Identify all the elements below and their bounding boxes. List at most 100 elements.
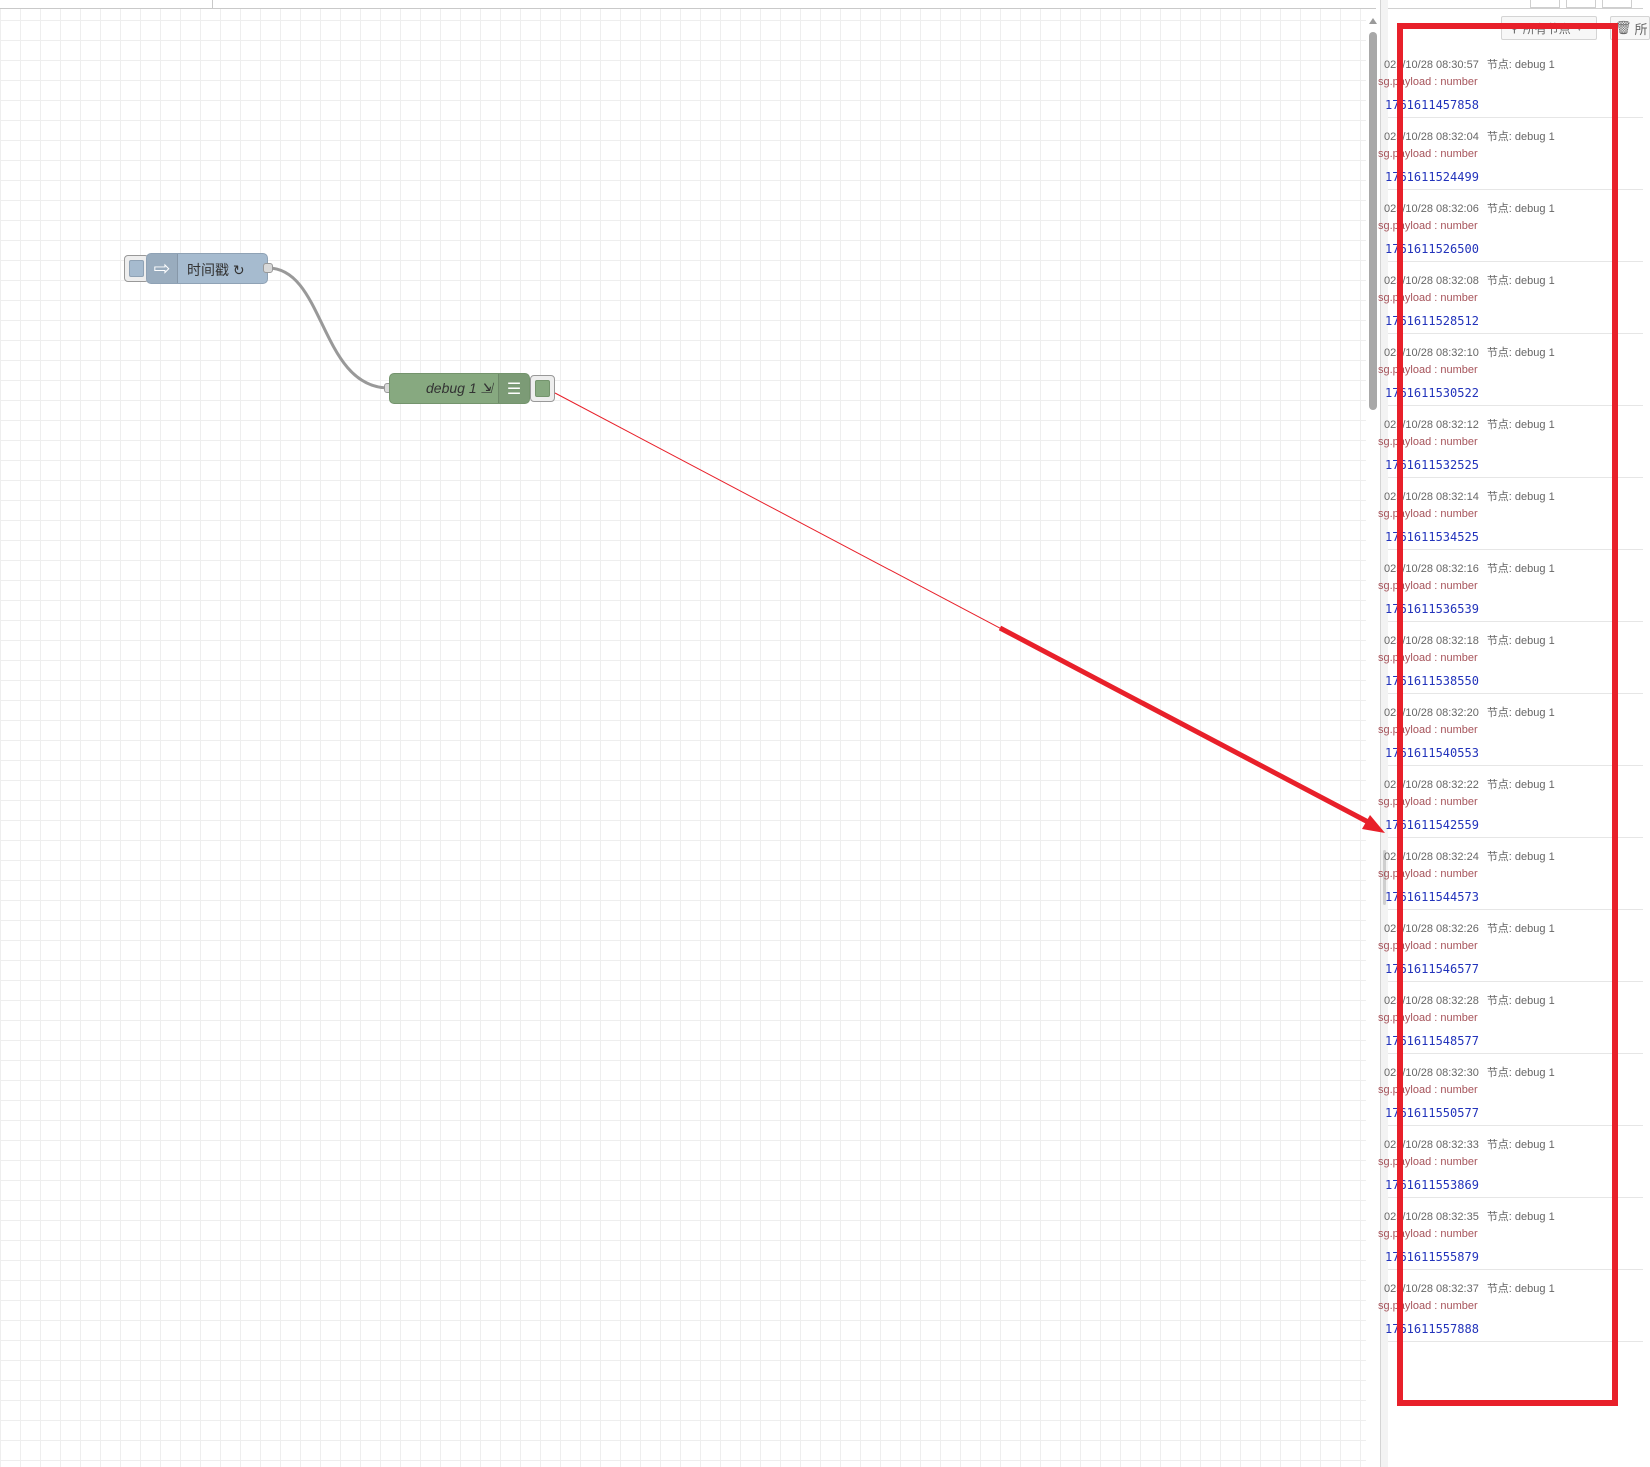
message-node[interactable]: 节点: debug 1 [1486,203,1555,215]
scrollbar-thumb[interactable] [1369,32,1377,410]
message-path[interactable]: sg.payload : number [1378,364,1478,376]
tab-flow[interactable] [0,0,213,8]
message-node[interactable]: 节点: debug 1 [1486,1139,1555,1151]
message-value[interactable]: 1761611546577 [1385,962,1479,976]
message-node[interactable]: 节点: debug 1 [1486,347,1555,359]
clear-messages-button[interactable]: 🗑 所 [1610,16,1650,40]
message-node[interactable]: 节点: debug 1 [1486,707,1555,719]
message-value[interactable]: 1761611555879 [1385,1250,1479,1264]
message-path[interactable]: sg.payload : number [1378,868,1478,880]
message-value[interactable]: 1761611534525 [1385,530,1479,544]
sidebar-tab-button[interactable] [1602,0,1632,8]
filter-nodes-button[interactable]: ⚲ 所有节点 ▼ [1501,16,1597,40]
sidebar-tab-button[interactable] [1566,0,1596,8]
debug-message[interactable]: 025/10/28 08:32:14 节点: debug 1 sg.payload … [1378,478,1643,550]
splitter-grip[interactable] [1383,850,1386,905]
sidebar-tab-button[interactable] [1530,0,1560,8]
message-value[interactable]: 1761611528512 [1385,314,1479,328]
message-value[interactable]: 1761611548577 [1385,1034,1479,1048]
message-value[interactable]: 1761611544573 [1385,890,1479,904]
debug-toggle-face [535,380,550,397]
message-node[interactable]: 节点: debug 1 [1486,1283,1555,1295]
message-node[interactable]: 节点: debug 1 [1486,635,1555,647]
inject-node[interactable]: ⇨ 时间戳 ↻ [146,253,268,284]
message-value[interactable]: 1761611536539 [1385,602,1479,616]
message-value[interactable]: 1761611538550 [1385,674,1479,688]
message-value[interactable]: 1761611550577 [1385,1106,1479,1120]
message-node[interactable]: 节点: debug 1 [1486,563,1555,575]
message-value[interactable]: 1761611457858 [1385,98,1479,112]
message-path[interactable]: sg.payload : number [1378,796,1478,808]
message-timestamp: 025/10/28 08:32:06 [1384,203,1479,215]
message-value[interactable]: 1761611526500 [1385,242,1479,256]
message-path[interactable]: sg.payload : number [1378,292,1478,304]
message-value[interactable]: 1761611542559 [1385,818,1479,832]
message-value[interactable]: 1761611532525 [1385,458,1479,472]
message-path[interactable]: sg.payload : number [1378,940,1478,952]
message-timestamp: 025/10/28 08:32:14 [1384,491,1479,503]
message-meta: 025/10/28 08:32:35 节点: debug 1 [1384,1208,1555,1224]
message-timestamp: 025/10/28 08:32:37 [1384,1283,1479,1295]
message-node[interactable]: 节点: debug 1 [1486,491,1555,503]
scroll-up-icon[interactable] [1369,18,1377,24]
message-node[interactable]: 节点: debug 1 [1486,995,1555,1007]
message-path[interactable]: sg.payload : number [1378,220,1478,232]
message-node[interactable]: 节点: debug 1 [1486,1067,1555,1079]
message-value[interactable]: 1761611553869 [1385,1178,1479,1192]
message-path[interactable]: sg.payload : number [1378,724,1478,736]
message-path[interactable]: sg.payload : number [1378,580,1478,592]
message-value[interactable]: 1761611530522 [1385,386,1479,400]
message-timestamp: 025/10/28 08:32:24 [1384,851,1479,863]
message-path[interactable]: sg.payload : number [1378,436,1478,448]
message-value[interactable]: 1761611524499 [1385,170,1479,184]
message-node[interactable]: 节点: debug 1 [1486,779,1555,791]
message-path[interactable]: sg.payload : number [1378,1084,1478,1096]
message-path[interactable]: sg.payload : number [1378,76,1478,88]
inject-trigger-button[interactable] [124,255,149,282]
debug-node[interactable]: debug 1 ⇲ ☰ [389,373,530,404]
message-path[interactable]: sg.payload : number [1378,1300,1478,1312]
message-path[interactable]: sg.payload : number [1378,652,1478,664]
message-timestamp: 025/10/28 08:32:35 [1384,1211,1479,1223]
debug-message[interactable]: 025/10/28 08:32:24 节点: debug 1 sg.payload … [1378,838,1643,910]
message-path[interactable]: sg.payload : number [1378,1228,1478,1240]
message-node[interactable]: 节点: debug 1 [1486,419,1555,431]
debug-message[interactable]: 025/10/28 08:32:06 节点: debug 1 sg.payload … [1378,190,1643,262]
flow-workspace[interactable]: ⇨ 时间戳 ↻ debug 1 ⇲ ☰ [0,0,1376,1467]
message-node[interactable]: 节点: debug 1 [1486,131,1555,143]
debug-toggle-button[interactable] [530,375,555,402]
message-node[interactable]: 节点: debug 1 [1486,59,1555,71]
debug-message[interactable]: 025/10/28 08:32:35 节点: debug 1 sg.payload … [1378,1198,1643,1270]
message-value[interactable]: 1761611557888 [1385,1322,1479,1336]
message-node[interactable]: 节点: debug 1 [1486,275,1555,287]
message-node[interactable]: 节点: debug 1 [1486,1211,1555,1223]
message-path[interactable]: sg.payload : number [1378,148,1478,160]
message-value[interactable]: 1761611540553 [1385,746,1479,760]
clear-label: 所 [1634,21,1648,37]
inject-output-port[interactable] [263,263,273,273]
message-path[interactable]: sg.payload : number [1378,508,1478,520]
message-node[interactable]: 节点: debug 1 [1486,851,1555,863]
debug-message[interactable]: 025/10/28 08:32:37 节点: debug 1 sg.payload … [1378,1270,1643,1342]
message-path[interactable]: sg.payload : number [1378,1012,1478,1024]
message-path[interactable]: sg.payload : number [1378,1156,1478,1168]
message-node[interactable]: 节点: debug 1 [1486,923,1555,935]
